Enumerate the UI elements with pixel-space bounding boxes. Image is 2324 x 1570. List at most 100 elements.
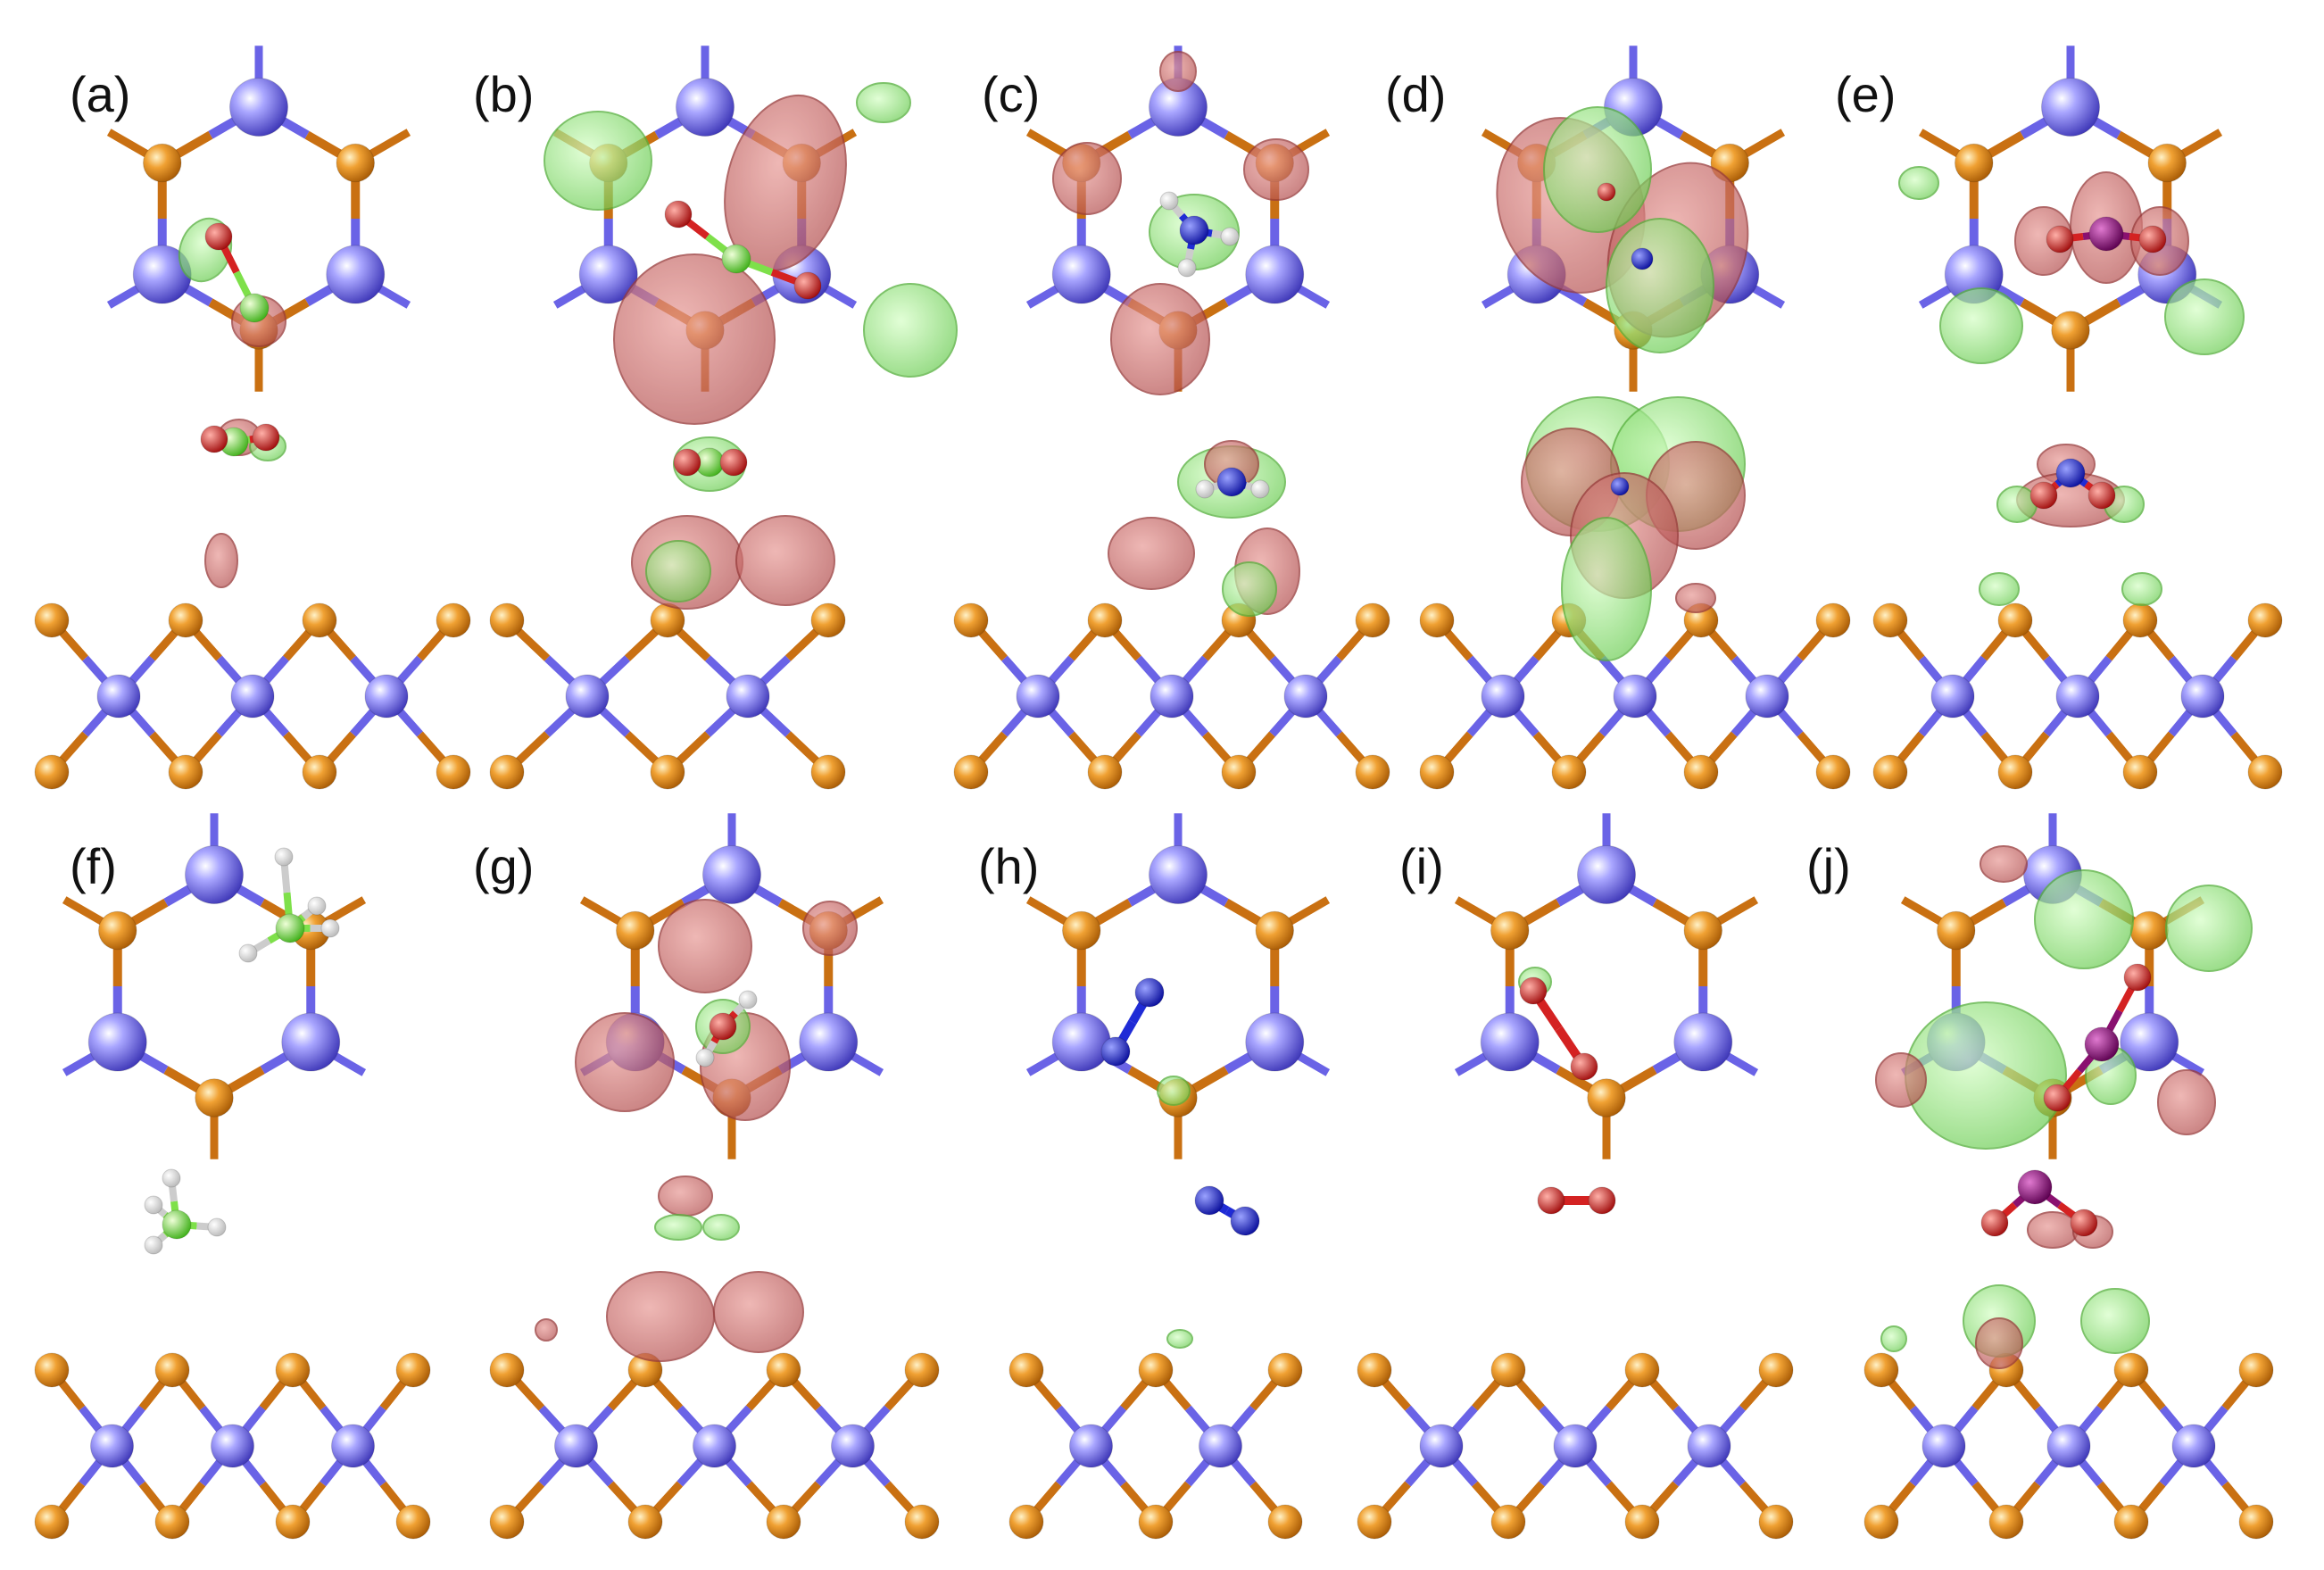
chalcogen-atom bbox=[1551, 754, 1587, 790]
oxygen-atom bbox=[2043, 1084, 2071, 1112]
nitrogen-atom bbox=[2055, 458, 2086, 488]
chalcogen-atom bbox=[627, 1504, 663, 1540]
metal-atom bbox=[2120, 1012, 2179, 1072]
metal-atom bbox=[229, 78, 288, 137]
chalcogen-atom bbox=[1061, 910, 1101, 951]
charge-accumulation-lobe bbox=[1875, 1052, 1927, 1108]
charge-depletion-lobe bbox=[2165, 885, 2253, 972]
chalcogen-atom bbox=[766, 1504, 801, 1540]
chalcogen-atom bbox=[395, 1504, 431, 1540]
chalcogen-atom bbox=[1419, 602, 1455, 638]
chalcogen-atom bbox=[1221, 754, 1257, 790]
metal-atom bbox=[1577, 845, 1636, 904]
panel-labels: (a) (b) (c) (d) (e) (f) (g) (h) (i) (j) bbox=[70, 66, 1896, 894]
oxygen-atom bbox=[673, 448, 701, 477]
hydrogen-atom bbox=[307, 896, 327, 916]
chalcogen-atom bbox=[336, 143, 376, 183]
charge-accumulation-lobe bbox=[204, 533, 238, 588]
metal-atom bbox=[1051, 1012, 1111, 1072]
oxygen-atom bbox=[664, 200, 693, 228]
charge-accumulation-lobe bbox=[2157, 1069, 2216, 1135]
nitrogen-atom bbox=[1134, 977, 1165, 1008]
metal-atom bbox=[364, 674, 409, 719]
hydrogen-atom bbox=[738, 990, 758, 1009]
chalcogen-atom bbox=[2247, 602, 2283, 638]
hydrogen-atom bbox=[695, 1048, 715, 1067]
hydrogen-atom bbox=[320, 918, 340, 938]
metal-atom bbox=[1481, 674, 1525, 719]
panel-label-f: (f) bbox=[70, 838, 117, 894]
chalcogen-atom bbox=[1490, 910, 1530, 951]
chalcogen-atom bbox=[195, 1078, 234, 1117]
metal-atom bbox=[1069, 1424, 1113, 1468]
chalcogen-atom bbox=[34, 602, 70, 638]
panel-f bbox=[34, 813, 431, 1540]
metal-atom bbox=[693, 1424, 736, 1468]
chalcogen-atom bbox=[766, 1352, 801, 1388]
metal-atom bbox=[2180, 674, 2225, 719]
panel-group bbox=[34, 46, 2283, 1540]
carbon-atom bbox=[162, 1209, 192, 1240]
panel-label-i: (i) bbox=[1399, 838, 1444, 894]
chalcogen-atom bbox=[904, 1504, 940, 1540]
oxygen-atom bbox=[200, 425, 228, 453]
chalcogen-atom bbox=[395, 1352, 431, 1388]
panel-label-g: (g) bbox=[473, 838, 534, 894]
metal-atom bbox=[1149, 845, 1208, 904]
chalcogen-atom bbox=[2113, 1352, 2149, 1388]
oxygen-atom bbox=[204, 222, 233, 251]
charge-depletion-lobe bbox=[2034, 869, 2134, 969]
charge-accumulation-lobe bbox=[1110, 283, 1210, 395]
chalcogen-atom bbox=[1815, 754, 1851, 790]
chalcogen-atom bbox=[436, 602, 471, 638]
chalcogen-atom bbox=[275, 1504, 311, 1540]
metal-atom bbox=[1930, 674, 1975, 719]
nitrogen-atom bbox=[1216, 467, 1247, 497]
charge-depletion-lobe bbox=[1905, 1001, 2067, 1150]
nitrogen-atom bbox=[1610, 477, 1630, 496]
panel-e-overlay bbox=[1898, 166, 2245, 606]
chalcogen-atom bbox=[2238, 1352, 2274, 1388]
charge-accumulation-lobe bbox=[802, 901, 858, 956]
panel-a-overlay bbox=[178, 217, 286, 588]
panel-label-c: (c) bbox=[982, 66, 1040, 122]
chalcogen-atom bbox=[436, 754, 471, 790]
chalcogen-atom bbox=[1624, 1504, 1660, 1540]
nitrogen-atom bbox=[1100, 1036, 1131, 1067]
chalcogen-atom bbox=[1355, 602, 1390, 638]
charge-depletion-lobe bbox=[2080, 1288, 2150, 1354]
oxygen-atom bbox=[1980, 1209, 2009, 1237]
chalcogen-atom bbox=[1683, 754, 1719, 790]
charge-accumulation-lobe bbox=[1675, 583, 1716, 613]
chalcogen-atom bbox=[904, 1352, 940, 1388]
charge-depletion-lobe bbox=[1939, 287, 2023, 364]
chalcogen-atom bbox=[1357, 1352, 1392, 1388]
chalcogen-atom bbox=[1490, 1352, 1526, 1388]
metal-atom bbox=[578, 245, 638, 304]
panel-c bbox=[953, 46, 1390, 790]
chalcogen-atom bbox=[1988, 1504, 2024, 1540]
chalcogen-atom bbox=[168, 602, 203, 638]
oxygen-atom bbox=[2087, 481, 2116, 510]
charge-accumulation-lobe bbox=[658, 1175, 713, 1217]
metal-atom bbox=[1419, 1424, 1464, 1468]
chalcogen-atom bbox=[1997, 602, 2033, 638]
panel-label-d: (d) bbox=[1385, 66, 1446, 122]
chalcogen-atom bbox=[1863, 1352, 1899, 1388]
charge-depletion-lobe bbox=[702, 1214, 740, 1241]
metal-atom bbox=[676, 78, 735, 137]
chalcogen-atom bbox=[1872, 602, 1908, 638]
chalcogen-atom bbox=[1008, 1352, 1044, 1388]
chalcogen-atom bbox=[489, 602, 525, 638]
charge-depletion-lobe bbox=[1898, 166, 1939, 200]
chalcogen-atom bbox=[302, 602, 337, 638]
chalcogen-atom bbox=[168, 754, 203, 790]
charge-depletion-lobe bbox=[1880, 1325, 1907, 1352]
chalcogen-atom bbox=[1008, 1504, 1044, 1540]
oxygen-atom bbox=[2046, 225, 2074, 253]
panel-h-overlay bbox=[1100, 977, 1260, 1349]
panel-d-overlay bbox=[1496, 106, 1749, 661]
chalcogen-atom bbox=[1872, 754, 1908, 790]
chalcogen-atom bbox=[489, 1504, 525, 1540]
chalcogen-atom bbox=[1138, 1504, 1174, 1540]
